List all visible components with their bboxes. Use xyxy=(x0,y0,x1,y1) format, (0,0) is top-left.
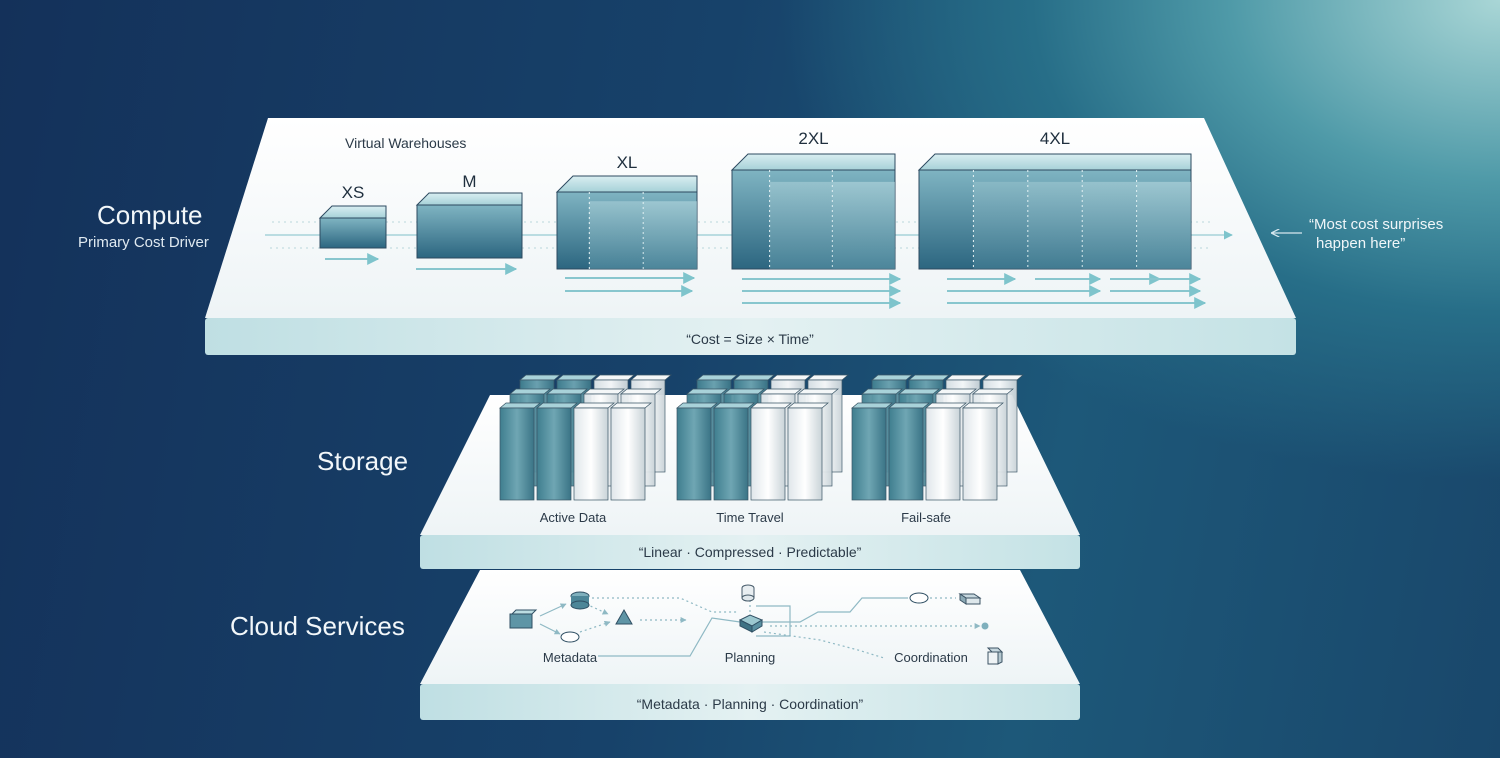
warehouse-label-xs: XS xyxy=(342,183,365,202)
storage-column xyxy=(888,407,924,501)
ellipse-node-icon xyxy=(560,631,580,643)
box-node-icon xyxy=(958,593,982,605)
warehouse-label-xl: XL xyxy=(617,153,638,172)
storage-column xyxy=(851,407,887,501)
active-data-label: Active Data xyxy=(540,510,607,525)
compute-panel: “Cost = Size × Time” Virtual Warehouses … xyxy=(205,118,1296,355)
warehouse-2xl-box: 2XL xyxy=(730,129,896,270)
compute-layer-title: Compute xyxy=(97,200,203,230)
storage-caption: “Linear · Compressed · Predictable” xyxy=(639,544,862,560)
storage-column xyxy=(925,407,961,501)
storage-column xyxy=(499,407,535,501)
planning-label: Planning xyxy=(725,650,776,665)
storage-column xyxy=(750,407,786,501)
warehouse-4xl-box: 4XL xyxy=(917,129,1192,270)
time-travel-label: Time Travel xyxy=(716,510,784,525)
planning-node-icon xyxy=(738,614,764,633)
virtual-warehouses-heading: Virtual Warehouses xyxy=(345,135,466,151)
cylinder-node-icon xyxy=(741,584,755,602)
coordination-label: Coordination xyxy=(894,650,968,665)
warehouse-label-4xl: 4XL xyxy=(1040,129,1070,148)
storage-column xyxy=(610,407,646,501)
storage-column xyxy=(962,407,998,501)
warehouse-xs-box: XS xyxy=(318,183,387,249)
storage-column xyxy=(573,407,609,501)
database-node-icon xyxy=(570,591,590,610)
small-cube-icon xyxy=(986,647,1004,665)
storage-column xyxy=(676,407,712,501)
warehouse-xl-box: XL xyxy=(555,153,698,270)
storage-layer-title: Storage xyxy=(317,446,409,476)
cloud-services-layer-title: Cloud Services xyxy=(230,611,405,641)
annotation-line-2: happen here” xyxy=(1316,235,1405,252)
storage-group-2 xyxy=(676,374,849,501)
storage-group-1 xyxy=(499,374,672,501)
storage-panel: “Linear · Compressed · Predictable” Acti… xyxy=(420,374,1080,569)
triangle-node-icon xyxy=(615,608,633,625)
warehouse-label-2xl: 2XL xyxy=(798,129,828,148)
cube-node-icon xyxy=(509,609,538,629)
warehouse-label-m: M xyxy=(462,172,476,191)
storage-column xyxy=(536,407,572,501)
warehouse-m-box: M xyxy=(415,172,523,259)
coordination-ellipse-icon xyxy=(909,592,929,604)
cloud-services-panel: “Metadata · Planning · Coordination” xyxy=(420,570,1080,720)
metadata-label: Metadata xyxy=(543,650,598,665)
storage-column xyxy=(787,407,823,501)
annotation-line-1: “Most cost surprises xyxy=(1309,216,1443,233)
compute-caption: “Cost = Size × Time” xyxy=(686,331,814,347)
compute-layer-subtitle: Primary Cost Driver xyxy=(78,234,209,251)
storage-column xyxy=(713,407,749,501)
storage-group-3 xyxy=(851,374,1024,501)
cloud-services-caption: “Metadata · Planning · Coordination” xyxy=(637,696,864,712)
fail-safe-label: Fail-safe xyxy=(901,510,951,525)
